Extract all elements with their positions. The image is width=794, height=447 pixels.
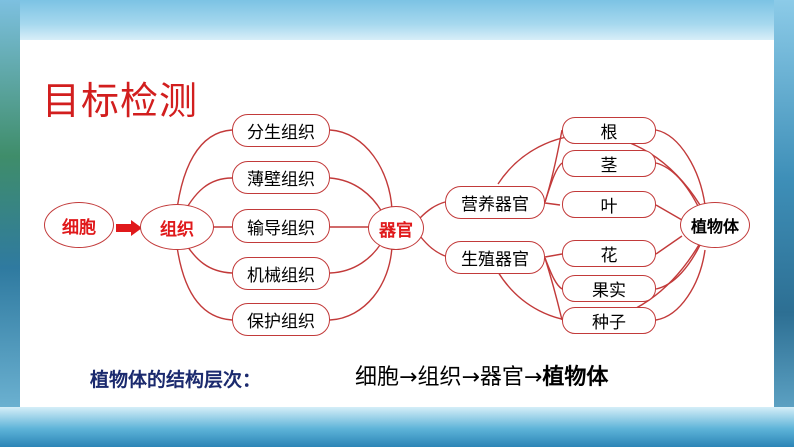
summary-chain: 细胞→组织→器官→植物体 [355, 359, 608, 391]
tissue-label: 组织 [160, 219, 194, 240]
organ-box: 根 [562, 117, 656, 144]
right-arrow-icon [116, 220, 142, 236]
organ-item-label: 茎 [600, 156, 618, 176]
tissue-type-box: 分生组织 [232, 114, 330, 147]
chain-step: 器官 [479, 365, 524, 390]
tissue-type-label: 分生组织 [247, 123, 315, 143]
organ-box: 茎 [562, 150, 656, 177]
tissue-type-label: 输导组织 [247, 218, 315, 239]
organ-box: 叶 [562, 191, 656, 218]
organ-item-label: 花 [600, 246, 618, 266]
organ-group-box: 营养器官 [445, 186, 545, 219]
organ-box: 种子 [562, 307, 656, 334]
tissue-type-label: 机械组织 [247, 266, 315, 286]
chain-arrow: → [399, 365, 418, 390]
summary-label: 植物体的结构层次： [90, 369, 262, 391]
chain-arrow: → [461, 365, 480, 390]
chain-step-final: 植物体 [542, 365, 609, 390]
chain-step: 组织 [417, 365, 462, 390]
background-right-border [774, 0, 794, 447]
chain-step: 细胞 [355, 365, 400, 390]
plant-body-label: 植物体 [690, 217, 739, 236]
organ-item-label: 果实 [592, 281, 626, 301]
tissue-type-label: 薄壁组织 [247, 170, 315, 190]
tissue-type-label: 保护组织 [247, 312, 315, 332]
tissue-type-box: 机械组织 [232, 257, 330, 290]
chain-arrow: → [523, 365, 543, 390]
organ-item-label: 叶 [600, 197, 618, 217]
organ-box: 果实 [562, 275, 656, 302]
organ-item-label: 根 [600, 123, 618, 143]
slide-title: 目标检测 [42, 79, 199, 123]
organ-group-box: 生殖器官 [445, 241, 545, 274]
organ-box: 花 [562, 240, 656, 267]
plant-body-node: 植物体 [680, 202, 750, 248]
organ-item-label: 种子 [592, 313, 626, 333]
organ-group-label: 营养器官 [461, 195, 529, 215]
tissue-type-box: 输导组织 [232, 209, 330, 243]
organ-label: 器官 [379, 220, 413, 241]
tissue-type-box: 薄壁组织 [232, 161, 330, 194]
tissue-node: 组织 [140, 204, 214, 250]
organ-group-label: 生殖器官 [461, 250, 529, 270]
tissue-type-box: 保护组织 [232, 303, 330, 336]
background-sky [0, 0, 794, 40]
cell-node: 细胞 [44, 202, 114, 248]
cell-label: 细胞 [62, 217, 96, 238]
background-left-border [0, 0, 20, 447]
background-sea [0, 407, 794, 447]
organ-node: 器官 [368, 206, 424, 250]
